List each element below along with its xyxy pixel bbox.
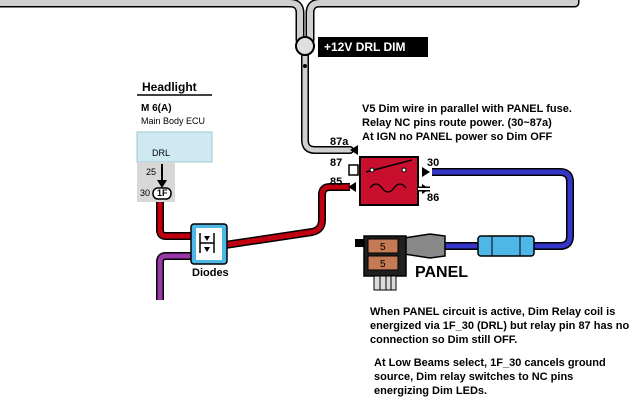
diagram-title: +12V DRL DIM bbox=[324, 40, 406, 54]
note-line: At Low Beams select, 1F_30 cancels groun… bbox=[374, 357, 606, 369]
note-line: energized via 1F_30 (DRL) but relay pin … bbox=[370, 320, 630, 332]
panel-fuse-label: PANEL bbox=[415, 264, 469, 281]
relay-pin-30: 30 bbox=[427, 157, 440, 169]
fuse-connector bbox=[403, 233, 446, 259]
note-line: At IGN no PANEL power so Dim OFF bbox=[362, 131, 553, 143]
diodes-box bbox=[190, 223, 228, 265]
relay-pin-85: 85 bbox=[330, 176, 343, 188]
note-line: source, Dim relay switches to NC pins bbox=[374, 371, 574, 383]
note-line: energizing Dim LEDs. bbox=[374, 385, 488, 397]
relay-pin-87: 87 bbox=[330, 157, 343, 169]
connector-1f: 1F bbox=[157, 188, 168, 198]
module-code: M 6(A) bbox=[141, 103, 172, 114]
note-low-beams: At Low Beams select, 1F_30 cancels groun… bbox=[374, 356, 606, 398]
note-line: Relay NC pins route power. (30~87a) bbox=[362, 117, 552, 129]
purple-wire bbox=[156, 252, 195, 300]
panel-fuse bbox=[363, 235, 407, 291]
fuse-value-bottom: 5 bbox=[380, 259, 386, 270]
note-panel-active: When PANEL circuit is active, Dim Relay … bbox=[370, 305, 629, 347]
relay-pin-86: 86 bbox=[427, 192, 440, 204]
pin-30: 30 bbox=[140, 188, 151, 198]
note-line: connection so Dim still OFF. bbox=[370, 334, 518, 346]
title-box bbox=[318, 37, 428, 57]
note-line: V5 Dim wire in parallel with PANEL fuse. bbox=[362, 103, 572, 115]
relay-pins bbox=[348, 145, 430, 194]
module-name: Main Body ECU bbox=[141, 116, 206, 126]
fuse-value-top: 5 bbox=[380, 242, 386, 253]
dim-relay bbox=[359, 156, 419, 206]
note-relay-routing: V5 Dim wire in parallel with PANEL fuse.… bbox=[362, 102, 572, 144]
relay-pin-87a: 87a bbox=[330, 136, 349, 148]
note-line: When PANEL circuit is active, Dim Relay … bbox=[370, 306, 616, 318]
headlight-ecu bbox=[136, 94, 213, 202]
gray-bus-wire bbox=[0, 0, 580, 154]
drl-label: DRL bbox=[152, 148, 171, 158]
blue-connector bbox=[477, 235, 535, 257]
blue-wire bbox=[432, 168, 574, 250]
diodes-label: Diodes bbox=[192, 267, 229, 279]
splice-node bbox=[295, 36, 315, 56]
headlight-title: Headlight bbox=[142, 80, 197, 94]
pin-25: 25 bbox=[146, 167, 157, 177]
